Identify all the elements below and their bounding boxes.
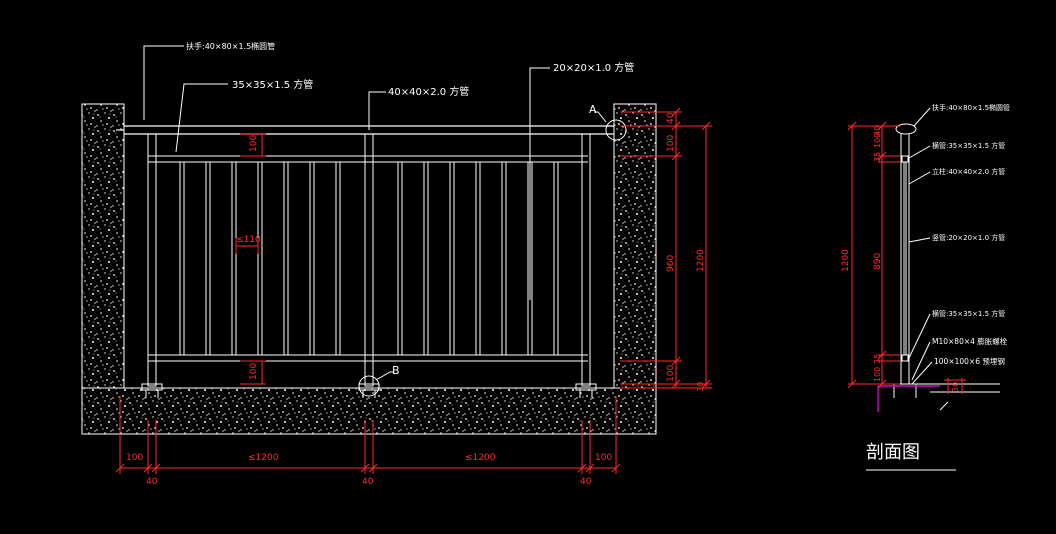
inner-dimension-lines [235, 133, 266, 385]
section-leaders [908, 107, 933, 385]
handrail [116, 125, 614, 135]
section-accent [877, 385, 940, 412]
section-label-top-rail: 横管:35×35×1.5 方管 [932, 141, 1005, 150]
dim-bottom-span-left: ≤1200 [248, 453, 279, 463]
callout-handrail: 扶手:40×80×1.5椭圆管 [186, 41, 275, 51]
dim-bottom-100-left: 100 [126, 453, 143, 463]
callout-rail-35: 35×35×1.5 方管 [232, 78, 313, 91]
top-rail [148, 155, 588, 163]
dim-bottom-100: 100 [249, 363, 259, 380]
section-base [864, 383, 1000, 411]
leader-lines [143, 45, 607, 381]
balusters [179, 161, 559, 356]
section-dim-ground-30: 30 [951, 382, 960, 392]
dim-bottom-100-right: 100 [595, 453, 612, 463]
section-label-bottom-rail: 横管:35×35×1.5 方管 [932, 309, 1005, 318]
railing-posts [147, 133, 591, 387]
dim-right-1200: 1200 [696, 249, 706, 272]
detail-b-label: B [392, 364, 400, 377]
dim-bottom-40-right: 40 [580, 477, 592, 487]
dim-top-100: 100 [249, 135, 259, 152]
section-dimension-lines [847, 121, 966, 394]
section-dim-1200: 1200 [841, 249, 851, 272]
section-dim-890: 890 [873, 253, 883, 270]
section-view: 扶手:40×80×1.5椭圆管 横管:35×35×1.5 方管 立柱:40×40… [841, 103, 1010, 471]
section-handrail [895, 123, 917, 135]
detail-a-circle [605, 119, 627, 141]
section-dim-top-100: 100 [873, 133, 882, 148]
section-label-post: 立柱:40×40×2.0 方管 [932, 167, 1005, 176]
floor-slab-hatch [81, 387, 657, 435]
callout-post-40: 40×40×2.0 方管 [388, 85, 469, 98]
section-label-anchor-bolt: M10×80×4 膨胀螺栓 [932, 336, 1008, 346]
callout-baluster-20: 20×20×1.0 方管 [553, 61, 634, 74]
section-dim-top-40: 40 [873, 126, 882, 136]
section-dim-bot-35: 35 [873, 354, 882, 364]
dim-bottom-40-left: 40 [146, 477, 158, 487]
dim-bottom-span-right: ≤1200 [465, 453, 496, 463]
bottom-rail [148, 354, 588, 362]
section-dim-bot-100: 100 [873, 367, 882, 382]
dim-right-30: 30 [696, 382, 705, 392]
left-wall-hatch [81, 103, 125, 389]
section-dim-top-35: 35 [873, 152, 882, 162]
dim-right-100-bottom: 100 [666, 365, 676, 382]
section-label-base-plate: 100×100×6 预埋钢 [934, 356, 1005, 366]
dim-right-100-top: 100 [666, 135, 676, 152]
bottom-dimension-lines [115, 396, 621, 474]
dim-spacing: ≤110 [236, 235, 261, 245]
section-label-handrail: 扶手:40×80×1.5椭圆管 [932, 103, 1010, 112]
section-post [900, 134, 910, 384]
dim-bottom-40-mid: 40 [362, 477, 374, 487]
section-label-baluster: 竖管:20×20×1.0 方管 [932, 233, 1005, 242]
detail-b-circle [358, 375, 380, 397]
right-wall-hatch [613, 103, 657, 389]
right-dimension-lines [620, 107, 712, 389]
detail-a-label: A [589, 103, 597, 116]
elevation-view: 扶手:40×80×1.5椭圆管 35×35×1.5 方管 40×40×2.0 方… [81, 41, 712, 487]
dim-right-40: 40 [666, 112, 676, 124]
section-title: 剖面图 [866, 442, 920, 463]
dim-right-960: 960 [666, 255, 676, 272]
